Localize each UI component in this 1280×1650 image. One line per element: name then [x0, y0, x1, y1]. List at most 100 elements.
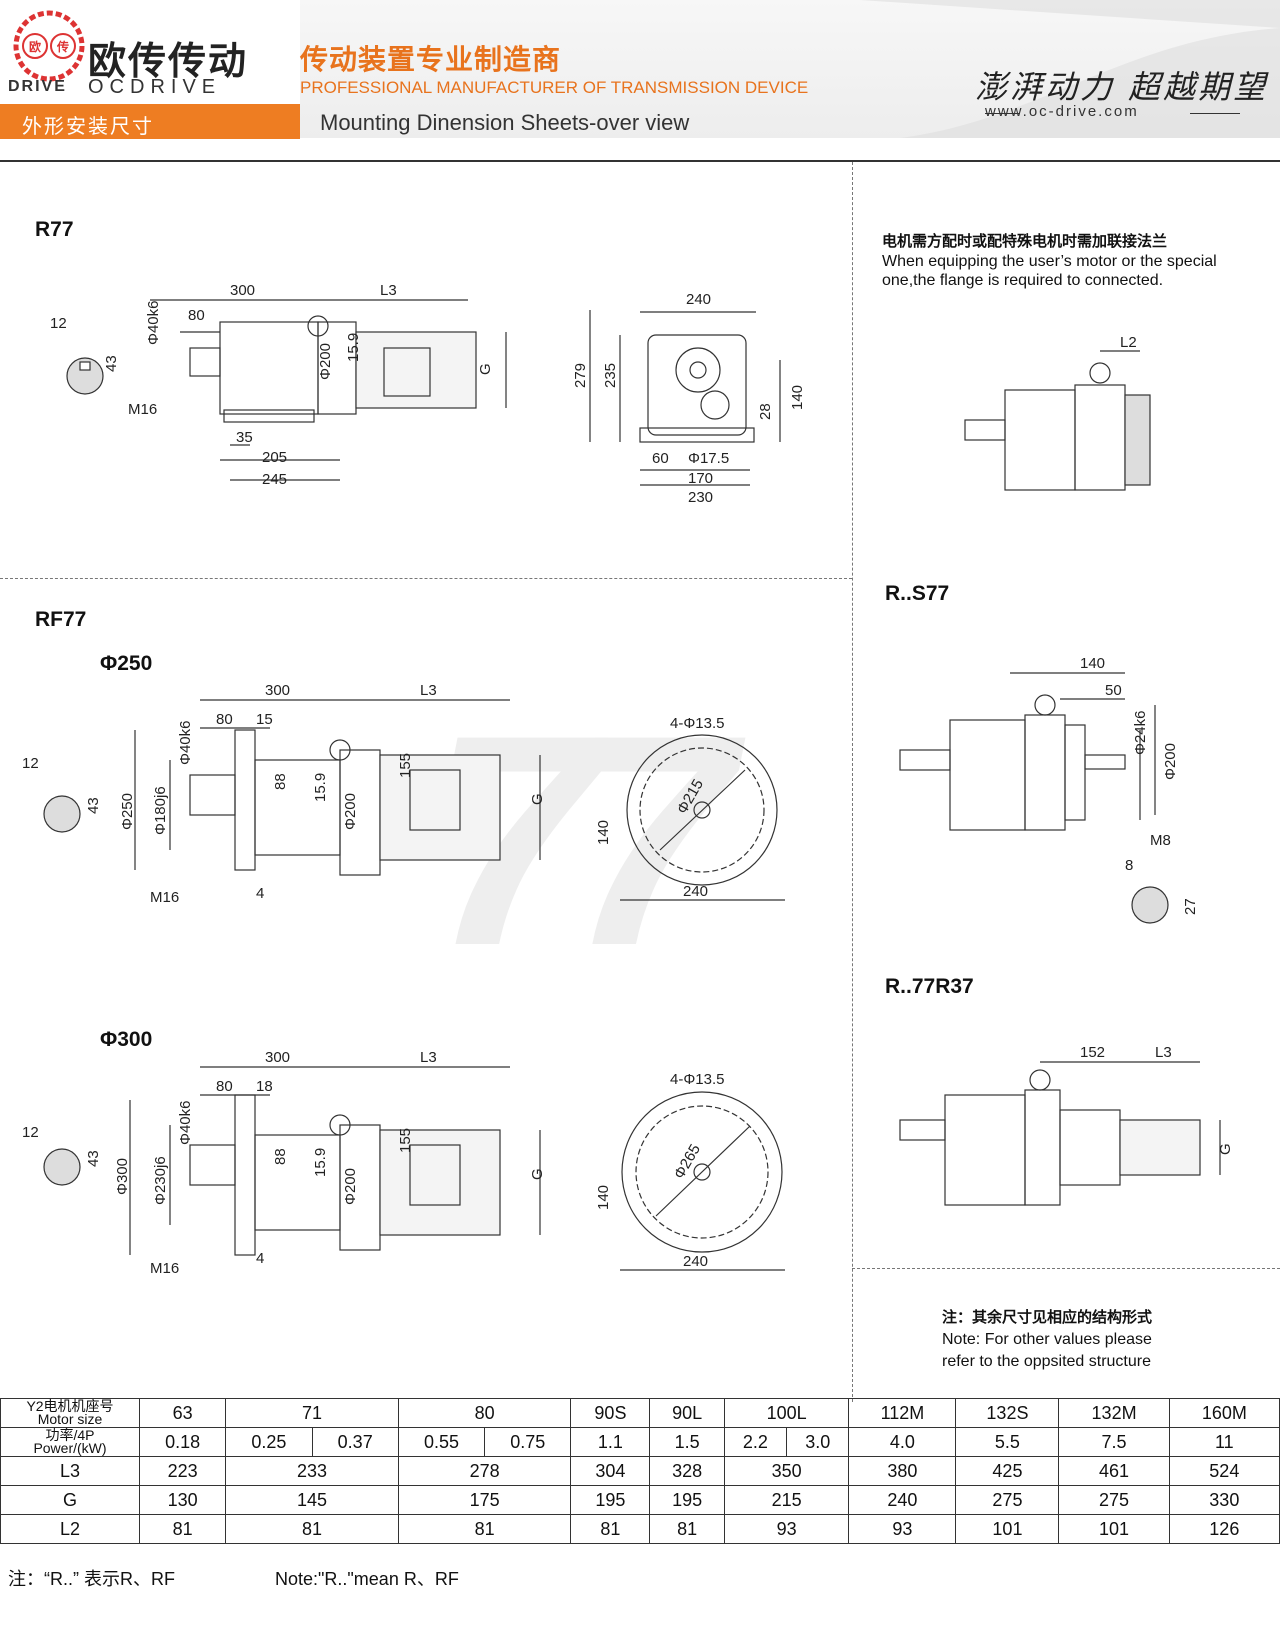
- table-cell: 0.55: [397, 1427, 486, 1457]
- table-cell: 0.18: [138, 1427, 227, 1457]
- flange-view: L2: [964, 334, 1151, 491]
- table-cell: 132S: [955, 1398, 1060, 1428]
- dimension-label: Φ40k6: [177, 1101, 194, 1146]
- table-cell: 175: [397, 1485, 572, 1515]
- dimension-label: 300: [230, 282, 255, 299]
- table-cell: 328: [649, 1456, 725, 1486]
- table-cell: 93: [723, 1514, 850, 1544]
- table-row: Y2电机机座号 Motor size 63 71 80 90S 90L 100L…: [0, 1398, 1280, 1428]
- row-header-g: G: [0, 1485, 140, 1515]
- dimension-label: 140: [789, 385, 806, 410]
- row-header-power-en: Power/(kW): [33, 1440, 107, 1456]
- dimension-label: 155: [397, 753, 414, 778]
- rf77-300-side-view: 300 L3 80 18 Φ40k6 Φ300 Φ230j6 88 15.9 Φ…: [22, 1049, 546, 1277]
- dimension-label: 27: [1182, 898, 1199, 915]
- dimension-label: 4: [256, 1250, 264, 1267]
- table-cell: 90S: [570, 1398, 651, 1428]
- label-rf77: RF77: [35, 608, 87, 631]
- table-cell: 1.5: [649, 1427, 725, 1457]
- flange-note-en2: one,the flange is required to connected.: [882, 272, 1164, 289]
- row-header-motor-cn: Y2电机机座号: [26, 1398, 114, 1414]
- dimension-label: G: [529, 1168, 546, 1180]
- table-cell: 195: [570, 1485, 651, 1515]
- section-title-en: Mounting Dinension Sheets-over view: [320, 110, 690, 135]
- rs77-view: 140 50 Φ24k6 Φ200 M8 8 27: [899, 655, 1199, 924]
- dimension-label: 15.9: [312, 773, 329, 802]
- table-cell: 461: [1058, 1456, 1170, 1486]
- table-cell: 233: [225, 1456, 399, 1486]
- divider: [852, 1268, 1280, 1269]
- table-row: 功率/4P Power/(kW) 0.18 0.25 0.37 0.55 0.7…: [0, 1427, 1280, 1457]
- table-cell: 112M: [848, 1398, 957, 1428]
- dimension-label: G: [529, 793, 546, 805]
- table-cell: 2.2: [723, 1427, 788, 1457]
- dimension-label: 300: [265, 1049, 290, 1066]
- divider: [1190, 113, 1240, 114]
- dimension-label: Φ200: [317, 343, 334, 380]
- table-cell: 304: [570, 1456, 651, 1486]
- table-cell: 425: [955, 1456, 1060, 1486]
- dimension-label: 4: [256, 885, 264, 902]
- dimension-label: L3: [380, 282, 397, 299]
- dimension-label: 80: [216, 1078, 233, 1095]
- section-bar: [0, 104, 300, 139]
- dimension-label: G: [1217, 1143, 1234, 1155]
- table-cell: 80: [397, 1398, 572, 1428]
- dimension-label: 8: [1125, 857, 1133, 874]
- r77-side-view: 300 L3 80 Φ40k6 Φ200 15.9 G 35 205 245 M…: [50, 282, 507, 488]
- row-header-motor: Y2电机机座号 Motor size: [0, 1398, 140, 1428]
- table-cell: 101: [1058, 1514, 1170, 1544]
- dimension-label: 80: [216, 711, 233, 728]
- dimension-label: Φ300: [114, 1158, 131, 1195]
- table-cell: 81: [225, 1514, 399, 1544]
- dimension-label: 230: [688, 489, 713, 506]
- company-logo: 欧 传: [13, 10, 85, 82]
- row-header-l3: L3: [0, 1456, 140, 1486]
- footer-note-en: Note:"R.."mean R、RF: [275, 1569, 459, 1589]
- label-phi300: Φ300: [100, 1028, 153, 1051]
- dimension-label: 170: [688, 470, 713, 487]
- table-row: L2 81 81 81 81 81 93 93 101 101 126: [0, 1514, 1280, 1544]
- footer-note-cn: 注：“R..” 表示R、RF: [8, 1569, 175, 1589]
- label-rs77: R..S77: [885, 582, 950, 605]
- dimension-label: 80: [188, 307, 205, 324]
- spec-table: Y2电机机座号 Motor size 63 71 80 90S 90L 100L…: [0, 1398, 1280, 1544]
- dimension-label: Φ180j6: [152, 786, 169, 835]
- table-cell: 160M: [1168, 1398, 1280, 1428]
- dimension-label: 240: [683, 883, 708, 900]
- table-cell: 63: [138, 1398, 227, 1428]
- dimension-label: G: [477, 363, 494, 375]
- flange-note-en1: When equipping the user’s motor or the s…: [882, 253, 1217, 270]
- table-cell: 215: [723, 1485, 850, 1515]
- dimension-label: L3: [420, 682, 437, 699]
- dimension-label: L2: [1120, 334, 1137, 351]
- other-note-en2: refer to the oppsited structure: [942, 1353, 1151, 1370]
- dimension-label: 传: [56, 39, 69, 54]
- dimension-label: 240: [686, 291, 711, 308]
- dimension-label: 88: [272, 1148, 289, 1165]
- brand-name-en: OCDRIVE: [88, 76, 222, 98]
- other-note-en1: Note: For other values please: [942, 1331, 1152, 1348]
- label-r77: R77: [35, 218, 74, 241]
- table-cell: 90L: [649, 1398, 725, 1428]
- rf77-250-end-view: 4-Φ13.5 Φ215 140 240: [595, 715, 785, 901]
- table-cell: 0.37: [311, 1427, 399, 1457]
- dimension-label: Φ200: [342, 1168, 359, 1205]
- dimension-label: 140: [1080, 655, 1105, 672]
- dimension-label: 15.9: [312, 1148, 329, 1177]
- table-cell: 145: [225, 1485, 399, 1515]
- dimension-label: Φ40k6: [177, 721, 194, 766]
- dimension-label: 35: [236, 429, 253, 446]
- row-header-l2: L2: [0, 1514, 140, 1544]
- website-link[interactable]: www.oc-drive.com: [985, 103, 1139, 120]
- dimension-label: 240: [683, 1253, 708, 1270]
- table-cell: 130: [138, 1485, 227, 1515]
- table-cell: 240: [848, 1485, 957, 1515]
- r77r37-view: 152 L3 G: [899, 1044, 1234, 1206]
- table-cell: 126: [1168, 1514, 1280, 1544]
- dimension-label: Φ265: [671, 1141, 704, 1182]
- dimension-label: Φ17.5: [688, 450, 729, 467]
- table-cell: 81: [138, 1514, 227, 1544]
- table-row: G 130 145 175 195 195 215 240 275 275 33…: [0, 1485, 1280, 1515]
- dimension-label: 88: [272, 773, 289, 790]
